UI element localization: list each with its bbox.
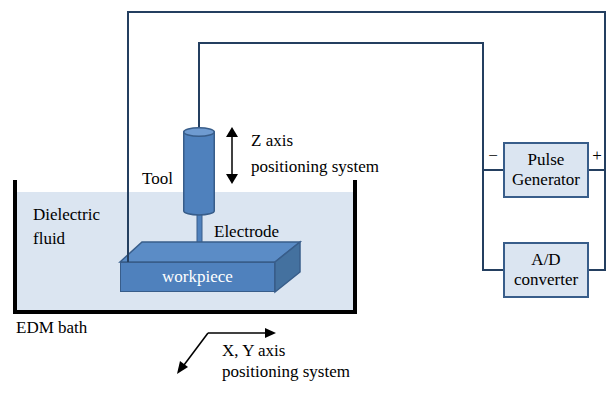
box-label: Pulse Generator xyxy=(510,150,582,190)
circuit-wire xyxy=(128,12,605,270)
box-label: A/D converter xyxy=(510,250,582,290)
arrow-head xyxy=(177,361,188,374)
y-axis-arrow xyxy=(184,333,208,365)
converter-box: A/D converter xyxy=(503,242,589,298)
bath-label: EDM bath xyxy=(16,318,87,338)
terminal-sign: − xyxy=(488,146,498,166)
circuit-wire xyxy=(199,43,503,170)
pulse-generator-box: Pulse Generator xyxy=(503,142,589,198)
part-label: Tool xyxy=(142,169,173,189)
tool-cylinder xyxy=(183,127,215,215)
terminal-sign: + xyxy=(592,146,602,166)
arrow-head xyxy=(226,127,238,137)
arrow-head xyxy=(265,328,276,338)
workpiece-side-face xyxy=(275,242,300,292)
tool-body xyxy=(184,132,215,215)
circuit-wire xyxy=(199,43,503,270)
axis-label: X, Y axis positioning system xyxy=(222,340,362,382)
part-label: Electrode xyxy=(214,222,279,242)
electrode-rod xyxy=(197,213,202,243)
tool-electrode: Tool xyxy=(183,127,215,215)
z-axis-arrow xyxy=(231,134,233,177)
part-label: workpiece xyxy=(162,267,233,287)
arrow-head xyxy=(226,174,238,184)
axis-label: Z axis positioning system xyxy=(251,128,383,180)
circuit-wire xyxy=(128,12,605,262)
x-axis-arrow xyxy=(208,332,267,334)
workpiece-block: workpiece xyxy=(120,262,275,292)
tool-top xyxy=(184,128,215,137)
fluid-label: Dielectric fluid xyxy=(33,203,107,251)
workpiece-top-face xyxy=(120,242,300,262)
